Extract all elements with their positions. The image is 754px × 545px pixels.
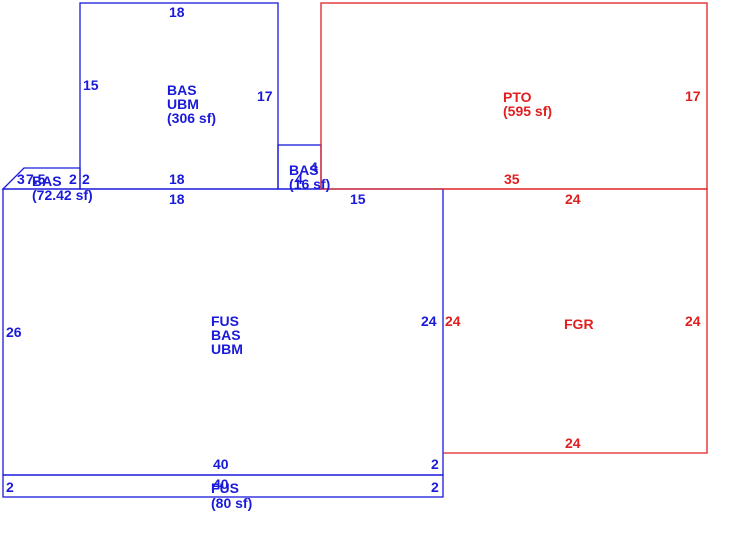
dim-fgr-bottom: 24 [565, 435, 581, 451]
dim-main-left: 26 [6, 324, 22, 340]
dim-bay-d: 2 [82, 171, 90, 187]
dim-bas-upper-bottom: 18 [169, 171, 185, 187]
dim-pto-bottom: 35 [504, 171, 520, 187]
dim-fgr-top: 24 [565, 191, 581, 207]
dim-main-bottom: 40 [213, 456, 229, 472]
dim-main-right: 24 [421, 313, 437, 329]
dim-main-bottom-right: 2 [431, 456, 439, 472]
bas-upper-area: (306 sf) [167, 110, 216, 126]
fus-main-label-2: BAS [211, 327, 241, 343]
dim-bas-upper-left: 15 [83, 77, 99, 93]
fus-main-label-1: FUS [211, 313, 239, 329]
bas-small-label: BAS [289, 162, 319, 178]
fus-strip-outline [2, 474, 444, 498]
dim-pto-right: 17 [685, 88, 701, 104]
bas-bay-label: BAS [32, 173, 62, 189]
dim-bas-upper-right: 17 [257, 88, 273, 104]
dim-bay-c: 2 [69, 171, 77, 187]
dim-small-side: 4 [295, 171, 303, 187]
fus-strip-label: FUS [211, 480, 239, 496]
dim-main-top-right: 15 [350, 191, 366, 207]
bas-upper-label-2: UBM [167, 96, 199, 112]
pto-label: PTO [503, 89, 532, 105]
bas-bay-area: (72.42 sf) [32, 187, 93, 203]
fus-strip-area: (80 sf) [211, 495, 252, 511]
fgr-outline [443, 188, 708, 454]
fus-main-label-3: UBM [211, 341, 243, 357]
dim-bay-a: 3 [17, 171, 25, 187]
dim-fgr-right: 24 [685, 313, 701, 329]
dim-fgr-left: 24 [445, 313, 461, 329]
dim-strip-left: 2 [6, 479, 14, 495]
bas-small-area: (16 sf) [289, 176, 330, 192]
dim-strip-bottom: 40 [213, 476, 229, 492]
dim-main-top-left: 18 [169, 191, 185, 207]
dim-bay-b: 7.5 [26, 171, 46, 187]
dim-strip-right: 2 [431, 479, 439, 495]
fgr-label: FGR [564, 316, 594, 332]
pto-area: (595 sf) [503, 103, 552, 119]
bas-upper-label-1: BAS [167, 82, 197, 98]
dim-bas-upper-top: 18 [169, 4, 185, 20]
dim-small-top: 4 [310, 159, 318, 175]
